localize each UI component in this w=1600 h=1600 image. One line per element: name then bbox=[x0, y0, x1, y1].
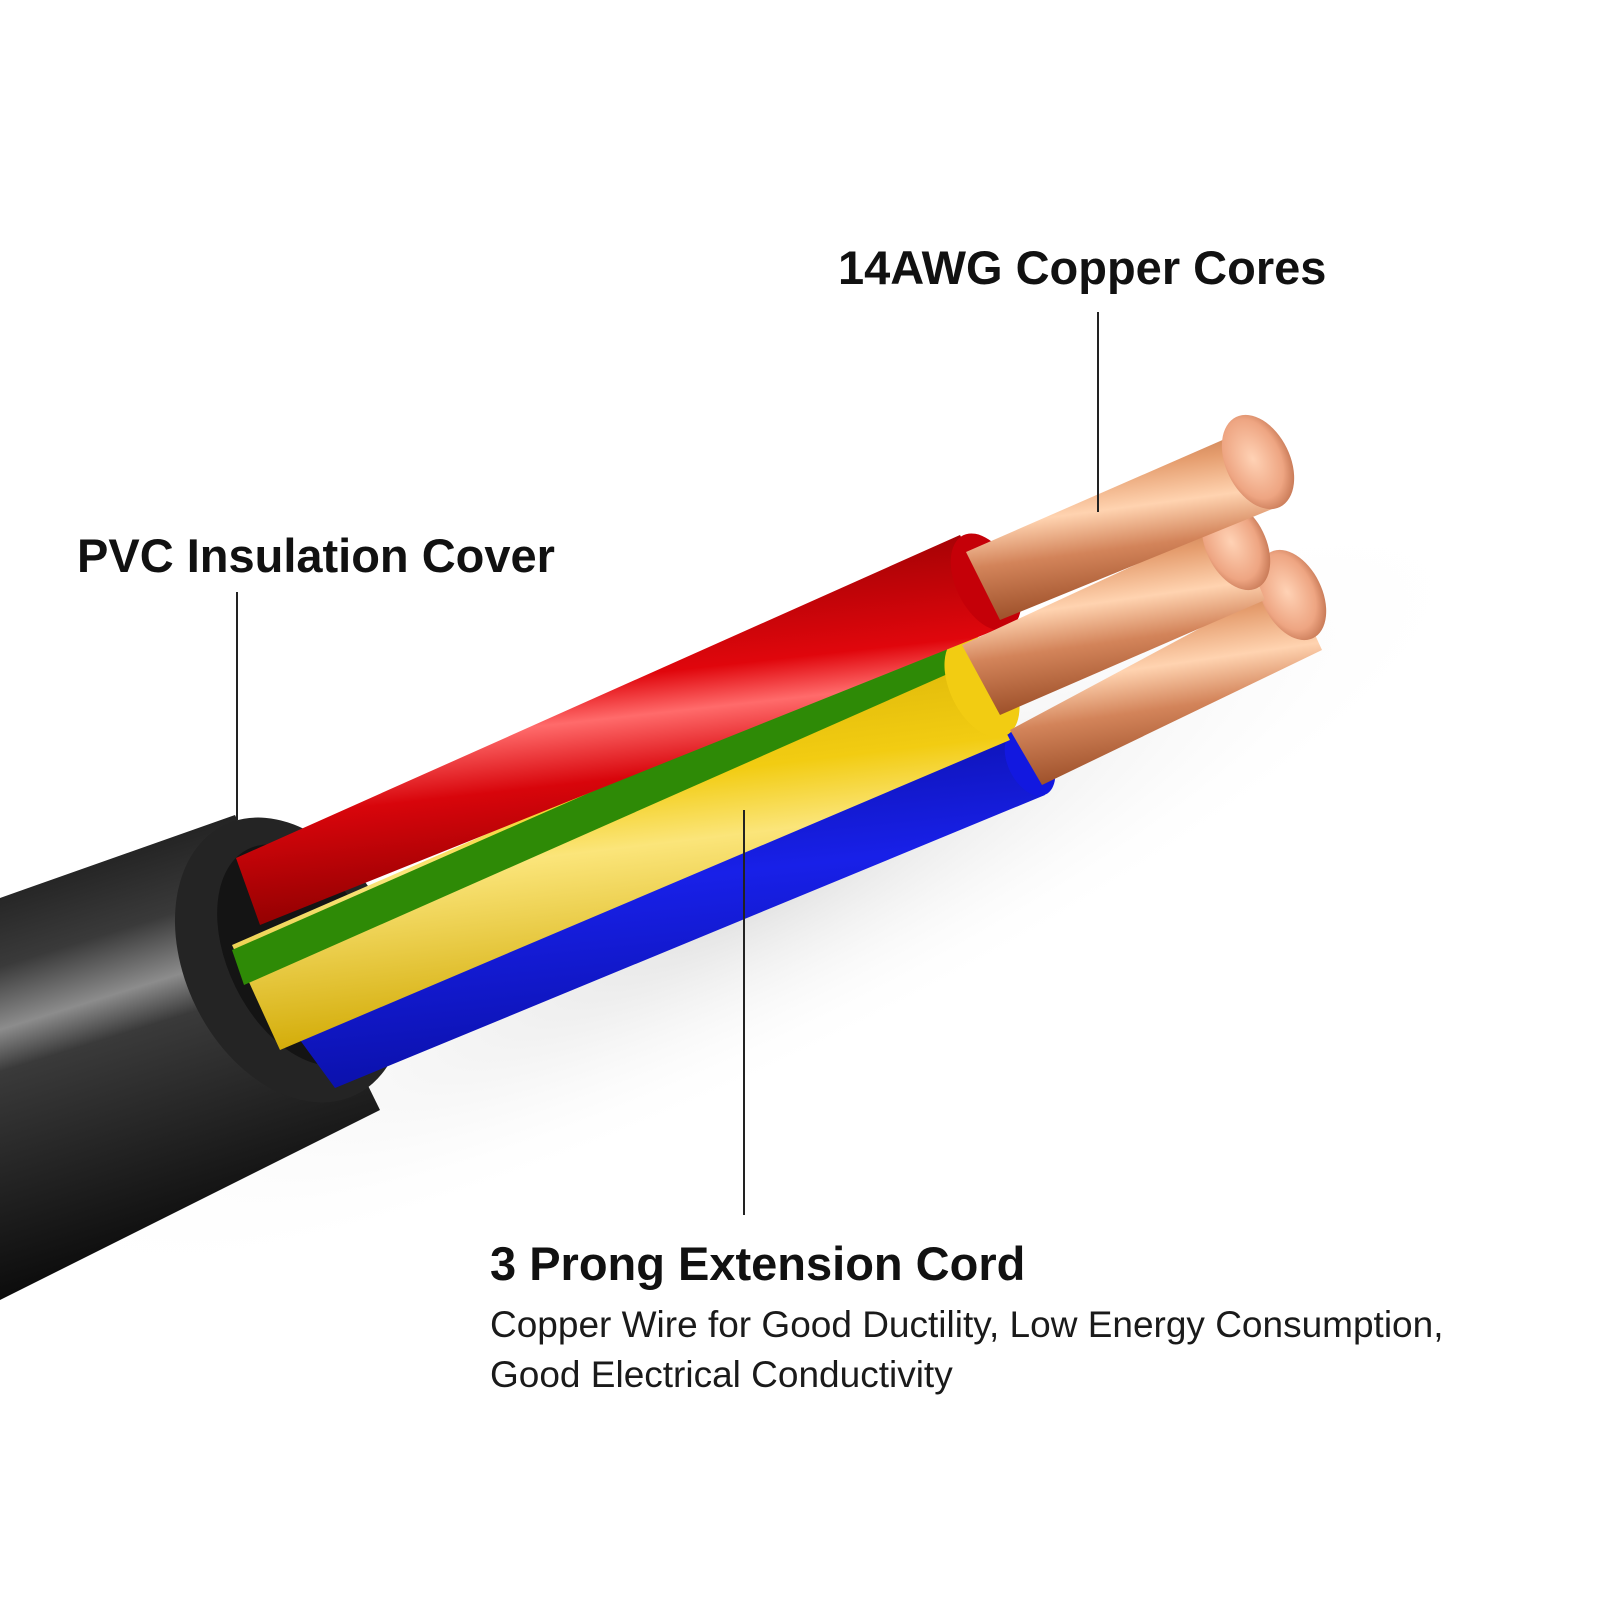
extension-cord-label: 3 Prong Extension Cord bbox=[490, 1237, 1026, 1290]
copper-core-bottom bbox=[1010, 549, 1327, 785]
copper-cores-label: 14AWG Copper Cores bbox=[838, 241, 1327, 294]
copper-core-top bbox=[966, 414, 1295, 620]
pvc-cover-label: PVC Insulation Cover bbox=[77, 529, 555, 582]
description-text: Copper Wire for Good Ductility, Low Ener… bbox=[490, 1300, 1444, 1400]
description-line-1: Copper Wire for Good Ductility, Low Ener… bbox=[490, 1304, 1444, 1345]
description-line-2: Good Electrical Conductivity bbox=[490, 1354, 953, 1395]
